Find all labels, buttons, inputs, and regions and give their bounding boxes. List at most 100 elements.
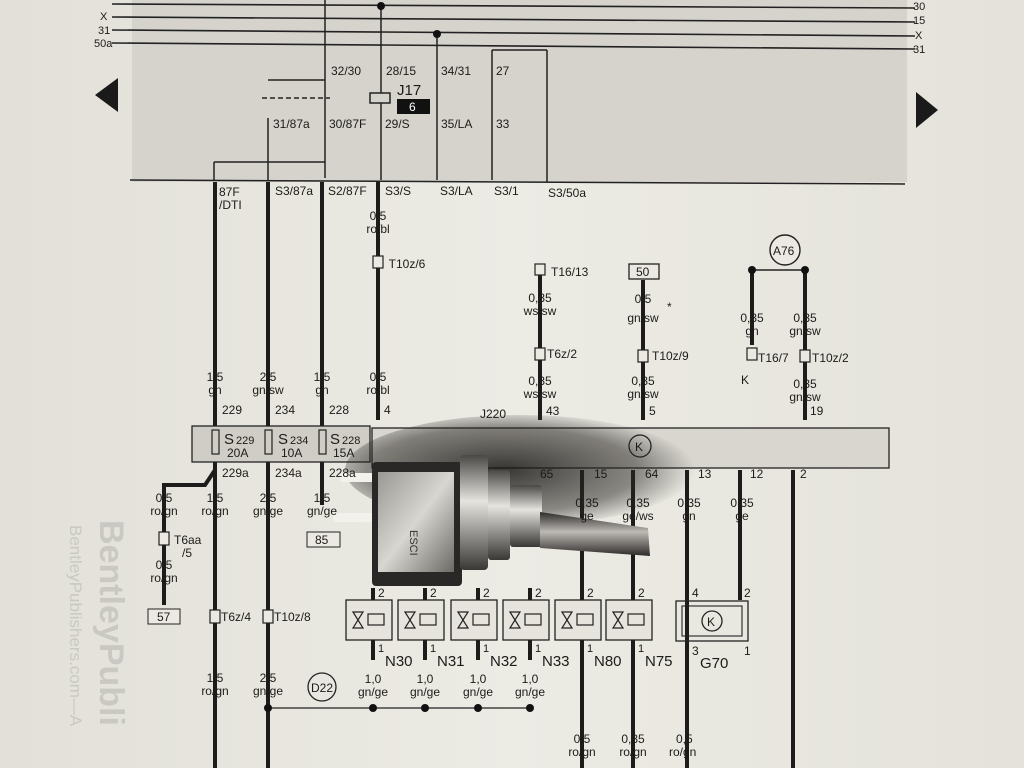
pin-number: 43: [546, 404, 560, 418]
pin-number: 4: [384, 403, 391, 417]
wire-gauge: 1,0: [470, 672, 487, 686]
footnote-mark: *: [667, 300, 672, 314]
wire-gauge: 0,35: [528, 291, 552, 305]
pin-number: 2: [378, 586, 385, 600]
wire-gauge: 1,0: [365, 672, 382, 686]
pin-number: 15: [594, 467, 608, 481]
bus-label: 31: [913, 44, 925, 56]
pin-number: 228a: [329, 466, 356, 480]
wire-gauge: 1,0: [417, 672, 434, 686]
wire-color: ro/gn: [201, 684, 228, 698]
relay-panel-shading: [132, 0, 907, 182]
wire-gauge: 0,5: [635, 292, 652, 306]
wire-gauge: 0,5: [370, 370, 387, 384]
wire-gauge: 0,35: [740, 311, 764, 325]
pin-number: 1: [638, 643, 644, 655]
connector-label: S3/87a: [275, 184, 313, 198]
pin-number: 1: [744, 644, 751, 658]
wire-gauge: 2,5: [260, 370, 277, 384]
wire-gauge: 0,5: [156, 558, 173, 572]
pin-number: 1: [483, 643, 489, 655]
connector-label: S3/50a: [548, 186, 586, 200]
pin-number: 2: [483, 586, 490, 600]
wire-color: gn: [745, 324, 758, 338]
wire-gauge: 0,5: [676, 732, 693, 746]
connector-label: T10z/9: [652, 349, 689, 363]
pin-number: 13: [698, 467, 712, 481]
connector-label: T6z/2: [547, 347, 577, 361]
bus-lines: [111, 3, 916, 50]
wire-color: gn/sw: [627, 387, 659, 401]
pin-number: 65: [540, 467, 554, 481]
wire-color: gn/ge: [463, 685, 493, 699]
pin-number: 1: [587, 643, 593, 655]
pin-number: 64: [645, 467, 659, 481]
switch-marking: ESCI: [407, 530, 419, 556]
bus-label: 50a: [94, 38, 113, 50]
connector-label: /5: [182, 546, 192, 560]
connector-label: S3/1: [494, 184, 519, 198]
wire-color: gn/sw: [252, 383, 284, 397]
pin-number: 2: [430, 586, 437, 600]
sensor-name: G70: [700, 655, 728, 672]
connector-label: 87F: [219, 185, 240, 199]
pin-number: 12: [750, 467, 764, 481]
wire-gauge: 0,35: [793, 311, 817, 325]
wire-color: ro/gn: [669, 745, 696, 759]
connector-label: S3/S: [385, 184, 411, 198]
wire-gauge: 1,5: [207, 491, 224, 505]
coil-icon: [576, 613, 594, 626]
connector-label: T10z/2: [812, 351, 849, 365]
toggle-switch-photo: ESCI: [333, 415, 695, 586]
pin-number: 4: [692, 586, 699, 600]
pin-number: 3: [692, 644, 699, 658]
wire-gauge: 0,5: [156, 491, 173, 505]
wire-color: gn/ge: [358, 685, 388, 699]
wire-color: ro/gn: [201, 504, 228, 518]
connector-label: T16/13: [551, 265, 589, 279]
valve-name: N33: [542, 653, 570, 670]
wire-gauge: 0,35: [626, 496, 650, 510]
coil-icon: [419, 613, 437, 626]
control-unit-name: J220: [480, 407, 506, 421]
wire-color: gn/ge: [307, 504, 337, 518]
previous-page-arrow[interactable]: [95, 78, 118, 112]
pin-number: 1: [535, 643, 541, 655]
valve-name: N32: [490, 653, 518, 670]
terminal-57: 57: [157, 610, 171, 624]
valve-name: N30: [385, 653, 413, 670]
component-a76: A76: [773, 244, 795, 258]
connector-label: T10z/8: [274, 610, 311, 624]
bus-label: 15: [913, 15, 925, 27]
relay-pin: 34/31: [441, 64, 471, 78]
wire-gauge: 1,0: [522, 672, 539, 686]
valve-icon: [611, 611, 625, 629]
wire-color: ro/gn: [150, 504, 177, 518]
valve-name: N80: [594, 653, 622, 670]
wire-gauge: 1,5: [207, 671, 224, 685]
wire-color: gn/sw: [789, 390, 821, 404]
ground-d22: D22: [311, 681, 333, 695]
pin-number: 2: [587, 586, 594, 600]
wire-gauge: 0,35: [677, 496, 701, 510]
next-page-arrow[interactable]: [916, 92, 938, 128]
wire-gauge: 0,35: [621, 732, 645, 746]
watermark-brand: BentleyPubli: [92, 520, 130, 726]
pin-number: 234a: [275, 466, 302, 480]
wire-color: gn/sw: [789, 324, 821, 338]
relay-pin: 29/S: [385, 117, 410, 131]
relay-pin: 35/LA: [441, 117, 472, 131]
valve-icon: [351, 611, 365, 629]
wire-gauge: 0,5: [370, 209, 387, 223]
bus-label: X: [915, 30, 923, 42]
pin-number: 19: [810, 404, 824, 418]
pin-number: 228: [329, 403, 349, 417]
solenoid-valves: 21N301,0gn/ge21N311,0gn/ge21N321,0gn/ge2…: [345, 586, 673, 759]
